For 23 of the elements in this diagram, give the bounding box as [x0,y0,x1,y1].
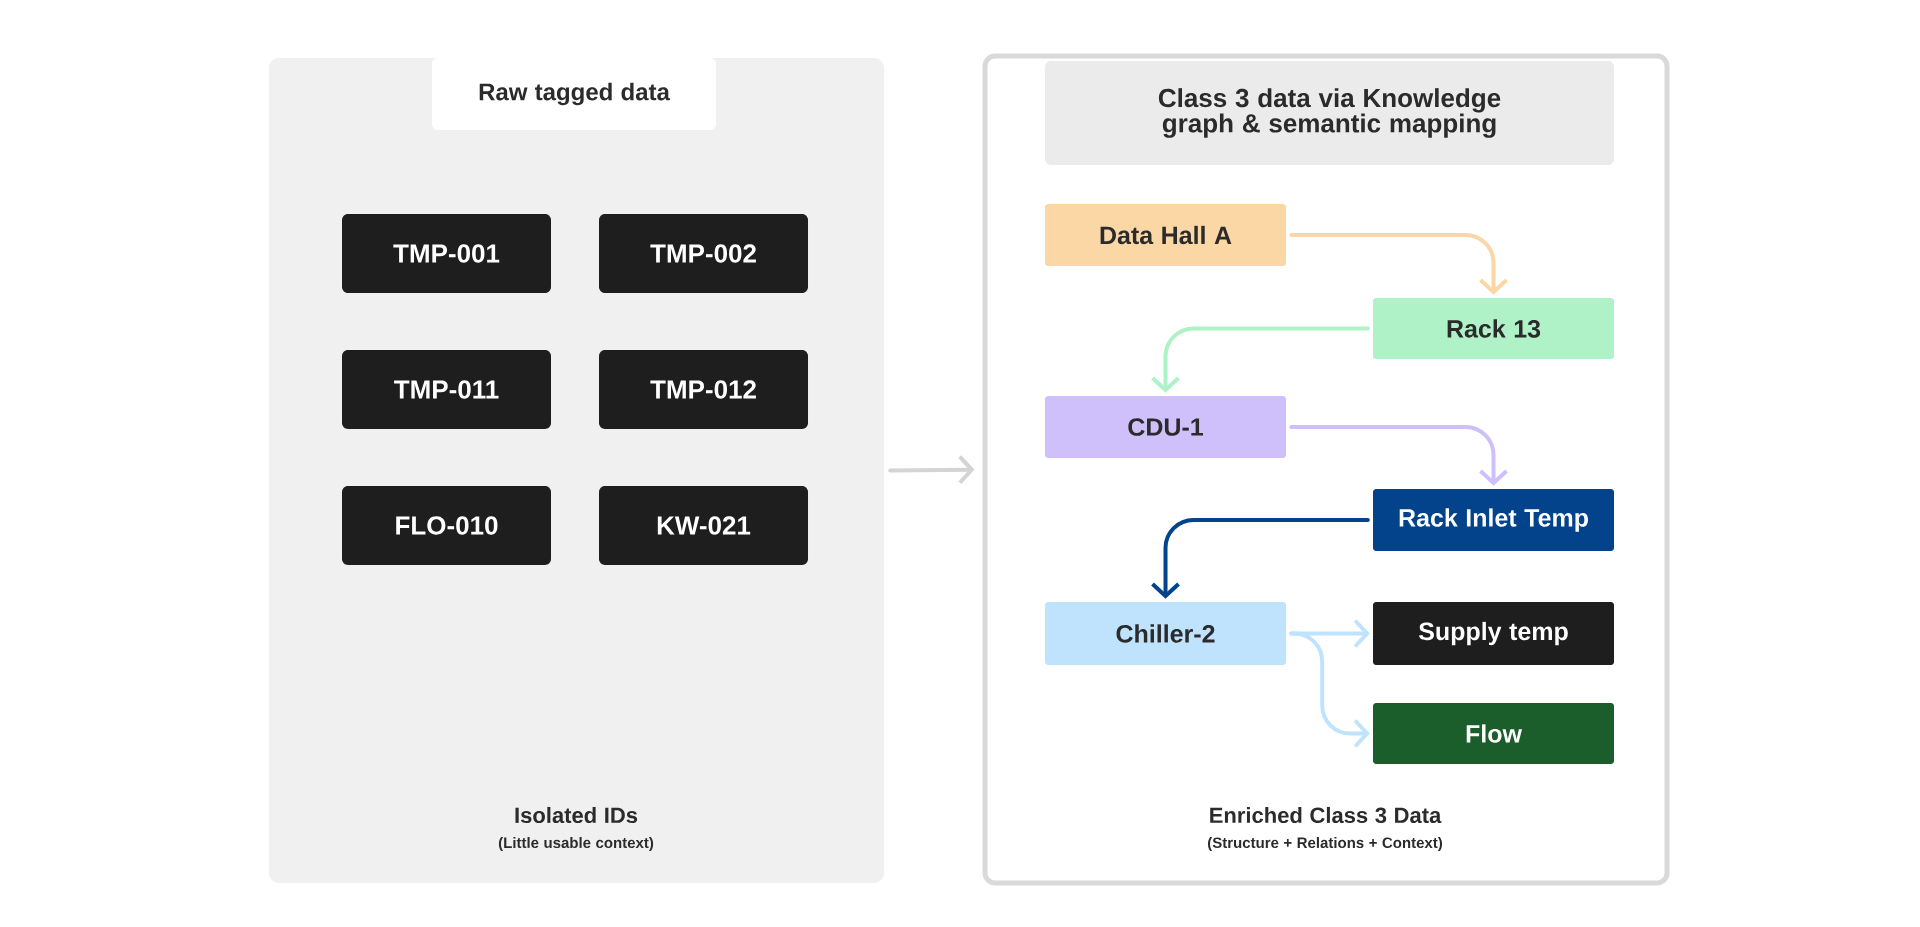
entity-box: Flow [1373,703,1614,764]
tag-box: FLO-010 [342,486,551,565]
node-label: Class 3 data via Knowledge graph & semantic mapping [1158,88,1501,138]
tag-box: TMP-012 [599,350,808,429]
header-box: Raw tagged data [432,58,716,130]
arrow [1151,518,1370,599]
entity-box: Rack Inlet Temp [1373,489,1614,551]
entity-box: Supply temp [1373,602,1614,665]
arrow [1289,425,1508,486]
entity-box: Data Hall A [1045,204,1286,266]
entity-box: Chiller-2 [1045,602,1286,665]
tag-box: TMP-002 [599,214,808,293]
arrow [1151,326,1370,393]
tag-box: TMP-001 [342,214,551,293]
node-label: Raw tagged data [479,82,671,106]
entity-box: Rack 13 [1373,298,1614,359]
tag-box: KW-021 [599,486,808,565]
entity-box: CDU-1 [1045,396,1286,458]
arrow [888,455,975,485]
header-box: Class 3 data via Knowledge graph & semantic mapping [1045,61,1614,165]
arrow [1289,631,1370,748]
tag-box: TMP-011 [342,350,551,429]
arrow [1289,233,1508,295]
